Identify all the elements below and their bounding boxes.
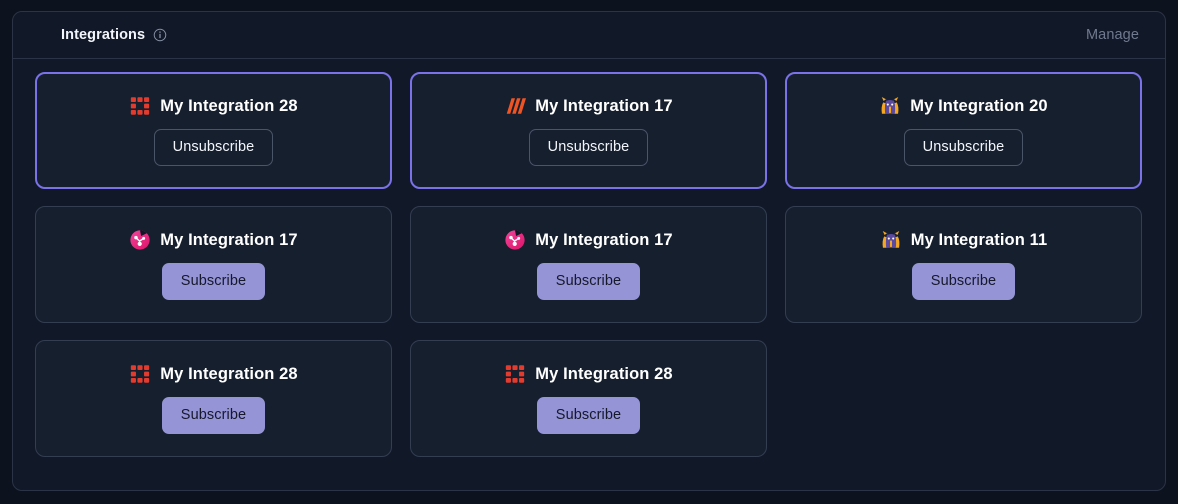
integration-card-header: My Integration 17 — [504, 229, 673, 251]
integration-title: My Integration 17 — [160, 230, 298, 249]
integration-card[interactable]: My Integration 28 Subscribe — [410, 340, 767, 457]
integration-card[interactable]: My Integration 28 Subscribe — [35, 340, 392, 457]
unsubscribe-button[interactable]: Unsubscribe — [528, 129, 649, 166]
panel-header-left: Integrations — [61, 27, 167, 43]
subscribe-button[interactable]: Subscribe — [161, 263, 266, 300]
integration-card[interactable]: My Integration 17 Subscribe — [410, 206, 767, 323]
subscribe-button[interactable]: Subscribe — [536, 397, 641, 434]
integration-card-header: My Integration 28 — [129, 95, 298, 117]
pink-orb-icon — [129, 229, 151, 251]
integration-card-header: My Integration 20 — [879, 95, 1048, 117]
integration-title: My Integration 28 — [535, 364, 673, 383]
integration-card-header: My Integration 28 — [504, 363, 673, 385]
bricks-grid-icon — [504, 363, 526, 385]
integration-card-header: My Integration 17 — [504, 95, 673, 117]
integration-title: My Integration 28 — [160, 96, 298, 115]
pink-orb-icon — [504, 229, 526, 251]
integration-card[interactable]: My Integration 17 Subscribe — [35, 206, 392, 323]
manage-link[interactable]: Manage — [1086, 27, 1139, 43]
unsubscribe-button[interactable]: Unsubscribe — [153, 129, 274, 166]
integration-title: My Integration 17 — [535, 230, 673, 249]
integration-title: My Integration 20 — [910, 96, 1048, 115]
mascot-icon — [880, 229, 902, 251]
integration-card-header: My Integration 11 — [880, 229, 1047, 251]
mascot-icon — [879, 95, 901, 117]
integration-card-header: My Integration 17 — [129, 229, 298, 251]
page-title: Integrations — [61, 27, 146, 43]
integration-card[interactable]: My Integration 28 Unsubscribe — [35, 72, 392, 189]
integration-card[interactable]: My Integration 20 Unsubscribe — [785, 72, 1142, 189]
bricks-grid-icon — [129, 95, 151, 117]
integration-title: My Integration 28 — [160, 364, 298, 383]
subscribe-button[interactable]: Subscribe — [911, 263, 1016, 300]
subscribe-button[interactable]: Subscribe — [161, 397, 266, 434]
integration-title: My Integration 11 — [910, 230, 1048, 249]
integrations-panel: Integrations Manage My Integration 28 Uns… — [12, 11, 1166, 491]
integration-card[interactable]: My Integration 17 Unsubscribe — [410, 72, 767, 189]
integration-card-header: My Integration 28 — [129, 363, 298, 385]
subscribe-button[interactable]: Subscribe — [536, 263, 641, 300]
slashes-icon — [504, 95, 527, 117]
unsubscribe-button[interactable]: Unsubscribe — [903, 129, 1024, 166]
integration-title: My Integration 17 — [535, 96, 673, 115]
info-circle-icon[interactable] — [153, 28, 167, 42]
bricks-grid-icon — [129, 363, 151, 385]
panel-header: Integrations Manage — [13, 12, 1165, 59]
integration-card[interactable]: My Integration 11 Subscribe — [785, 206, 1142, 323]
